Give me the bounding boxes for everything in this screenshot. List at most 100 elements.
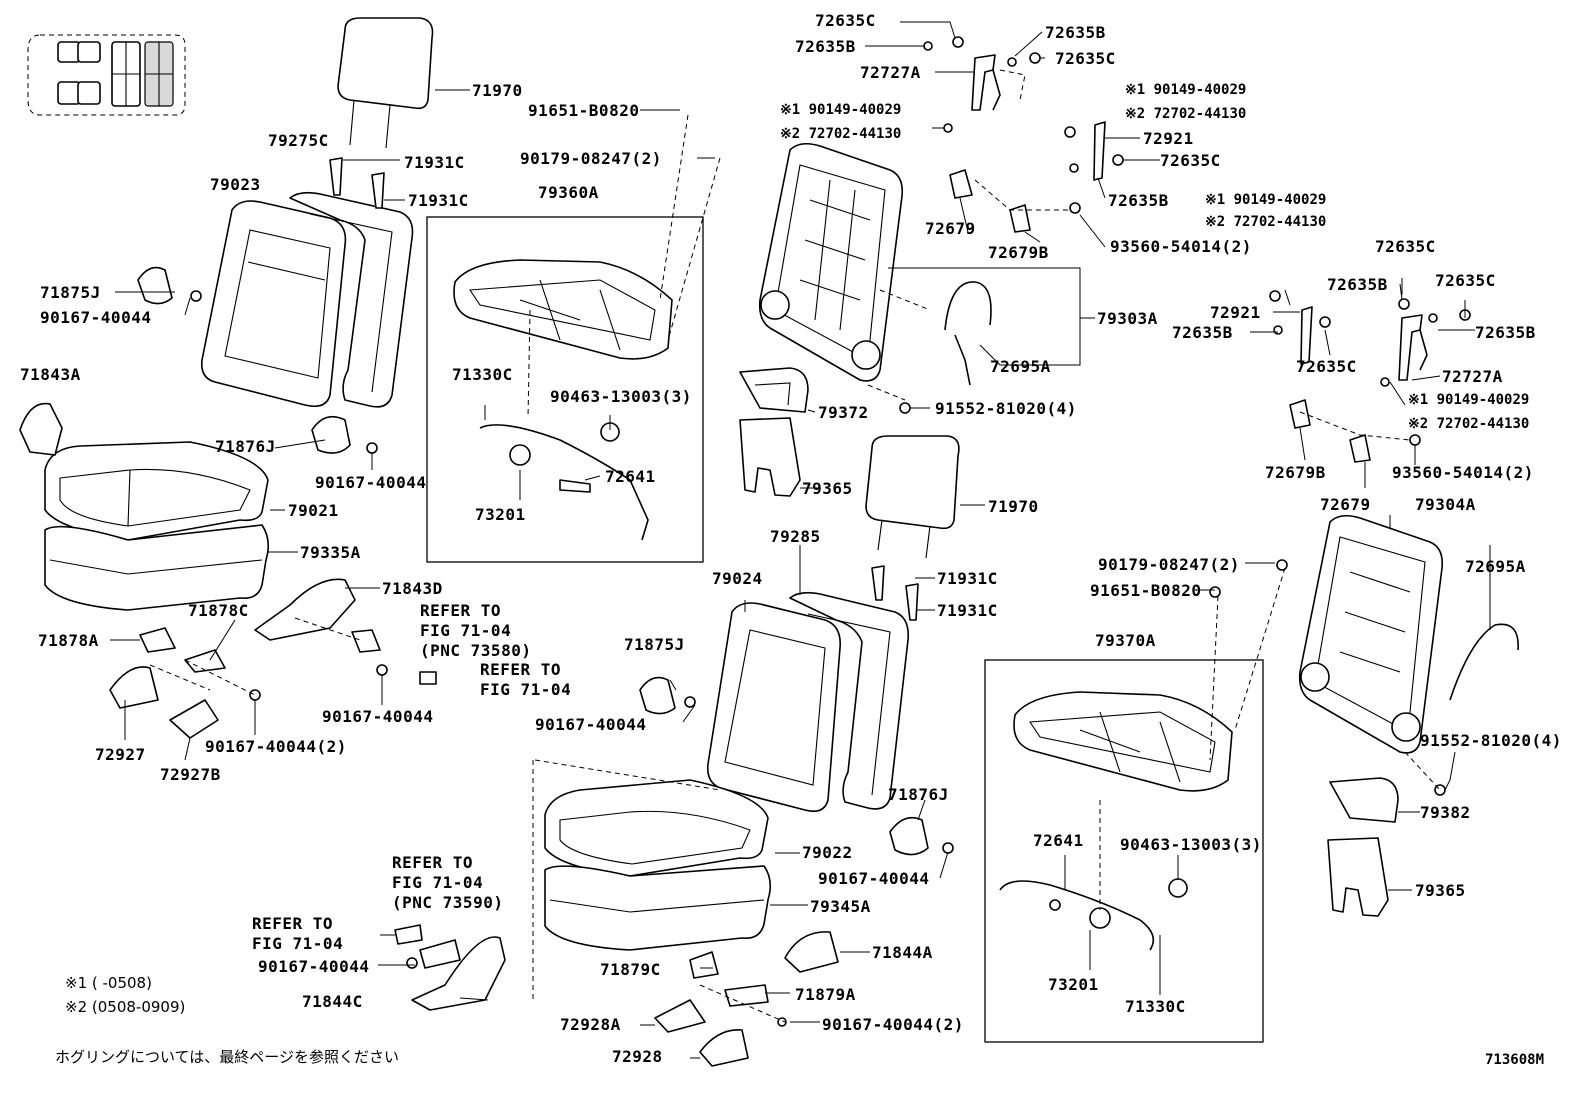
label-refer4-a: REFER TO <box>252 914 333 933</box>
label-note1-2: ※1 90149-40029 <box>1125 82 1246 98</box>
label-72727a-1: 72727A <box>860 63 921 82</box>
label-72679-2: 72679 <box>1320 495 1371 514</box>
label-90167-g: 90167-40044 <box>258 957 369 976</box>
label-90463-b: 90463-13003(3) <box>1120 835 1262 854</box>
label-72927b: 72927B <box>160 765 221 784</box>
label-71843d: 71843D <box>382 579 443 598</box>
label-91651-a: 91651-B0820 <box>528 101 639 120</box>
label-71330c-b: 71330C <box>1125 997 1186 1016</box>
label-79275c: 79275C <box>268 131 329 150</box>
label-79022: 79022 <box>802 843 853 862</box>
label-72928a: 72928A <box>560 1015 621 1034</box>
label-79372: 79372 <box>818 403 869 422</box>
label-note1-4: ※1 90149-40029 <box>1408 392 1529 408</box>
label-71879c: 71879C <box>600 960 661 979</box>
label-refer2-b: FIG 71-04 <box>480 680 571 699</box>
label-72695a-2: 72695A <box>1465 557 1526 576</box>
label-refer3-c: (PNC 73590) <box>392 893 503 912</box>
label-79365-1: 79365 <box>802 479 853 498</box>
label-91552-1: 91552-81020(4) <box>935 399 1077 418</box>
seatback-cover-left <box>200 200 347 408</box>
cover-79372 <box>739 367 809 413</box>
label-90167-h: 90167-40044(2) <box>822 1015 964 1034</box>
cover-72927b <box>169 699 219 739</box>
cover-71876j-left <box>311 415 351 454</box>
label-72679b-1: 72679B <box>988 243 1049 262</box>
label-refer1-a: REFER TO <box>420 601 501 620</box>
label-refer3-b: FIG 71-04 <box>392 873 483 892</box>
label-refer4-b: FIG 71-04 <box>252 934 343 953</box>
seat-cushion-pad-left <box>44 524 270 611</box>
label-note1-1: ※1 90149-40029 <box>780 102 901 118</box>
label-79360a: 79360A <box>538 183 599 202</box>
label-79365-2: 79365 <box>1415 881 1466 900</box>
label-refer1-c: (PNC 73580) <box>420 641 531 660</box>
label-note2-2: ※2 72702-44130 <box>1125 106 1246 122</box>
label-90167-b: 90167-40044 <box>315 473 426 492</box>
label-72635b-2: 72635B <box>1045 23 1106 42</box>
cover-79382 <box>1329 777 1399 823</box>
label-72635c-4: 72635C <box>1375 237 1436 256</box>
label-90167-d: 90167-40044(2) <box>205 737 347 756</box>
label-90167-f: 90167-40044 <box>818 869 929 888</box>
bracket-79365-left <box>739 417 801 497</box>
label-90179-a: 90179-08247(2) <box>520 149 662 168</box>
label-note1-3: ※1 90149-40029 <box>1205 192 1326 208</box>
footnote-2: ※2 (0508-0909) <box>65 998 185 1016</box>
label-90167-a: 90167-40044 <box>40 308 151 327</box>
cover-71875j-center <box>639 676 676 715</box>
frame-box-79370a <box>984 659 1264 1043</box>
seat-cushion-cover-center <box>544 779 769 877</box>
label-79345a: 79345A <box>810 897 871 916</box>
label-71931c-a: 71931C <box>404 153 465 172</box>
label-72635c-5: 72635C <box>1435 271 1496 290</box>
label-72635b-1: 72635B <box>795 37 856 56</box>
label-refer3-a: REFER TO <box>392 853 473 872</box>
label-79370a: 79370A <box>1095 631 1156 650</box>
label-72679-1: 72679 <box>925 219 976 238</box>
seat-cushion-cover-left <box>44 441 269 541</box>
label-71879a: 71879A <box>795 985 856 1004</box>
label-71875j-b: 71875J <box>624 635 685 654</box>
label-71878a: 71878A <box>38 631 99 650</box>
label-72921-2: 72921 <box>1210 303 1261 322</box>
seatback-cover-center <box>706 602 842 813</box>
seatback-pad-center <box>789 591 910 810</box>
bracket-71878a <box>139 627 176 653</box>
label-71844a: 71844A <box>872 943 933 962</box>
label-72635b-3: 72635B <box>1108 191 1169 210</box>
seat-cushion-pad-center <box>544 865 772 951</box>
bracket-71879c <box>689 951 719 979</box>
label-72641-b: 72641 <box>1033 831 1084 850</box>
label-73201-a: 73201 <box>475 505 526 524</box>
label-79303a: 79303A <box>1097 309 1158 328</box>
vehicle-location-icon <box>27 34 186 116</box>
label-refer1-b: FIG 71-04 <box>420 621 511 640</box>
label-note2-3: ※2 72702-44130 <box>1205 214 1326 230</box>
label-90463-a: 90463-13003(3) <box>550 387 692 406</box>
label-93560-2: 93560-54014(2) <box>1392 463 1534 482</box>
label-refer2-a: REFER TO <box>480 660 561 679</box>
label-71970-b: 71970 <box>988 497 1039 516</box>
label-72635c-1: 72635C <box>815 11 876 30</box>
label-71843a: 71843A <box>20 365 81 384</box>
label-71970-a: 71970 <box>472 81 523 100</box>
label-71875j-a: 71875J <box>40 283 101 302</box>
cover-71876j-center <box>889 816 929 856</box>
seatback-frame-79303a <box>739 36 1124 497</box>
label-72635b-6: 72635B <box>1475 323 1536 342</box>
bracket-72727a-right <box>1398 314 1423 381</box>
label-72635c-2: 72635C <box>1055 49 1116 68</box>
label-72695a-1: 72695A <box>990 357 1051 376</box>
label-note2-4: ※2 72702-44130 <box>1408 416 1529 432</box>
cover-72927 <box>109 666 159 709</box>
label-note2-1: ※2 72702-44130 <box>780 126 901 142</box>
label-72641-a: 72641 <box>605 467 656 486</box>
label-72928: 72928 <box>612 1047 663 1066</box>
footnote-1: ※1 ( -0508) <box>65 974 152 992</box>
diagram-id: 713608M <box>1485 1052 1544 1068</box>
label-71931c-c: 71931C <box>937 569 998 588</box>
label-72921-1: 72921 <box>1143 129 1194 148</box>
label-91651-b: 91651-B0820 <box>1090 581 1201 600</box>
